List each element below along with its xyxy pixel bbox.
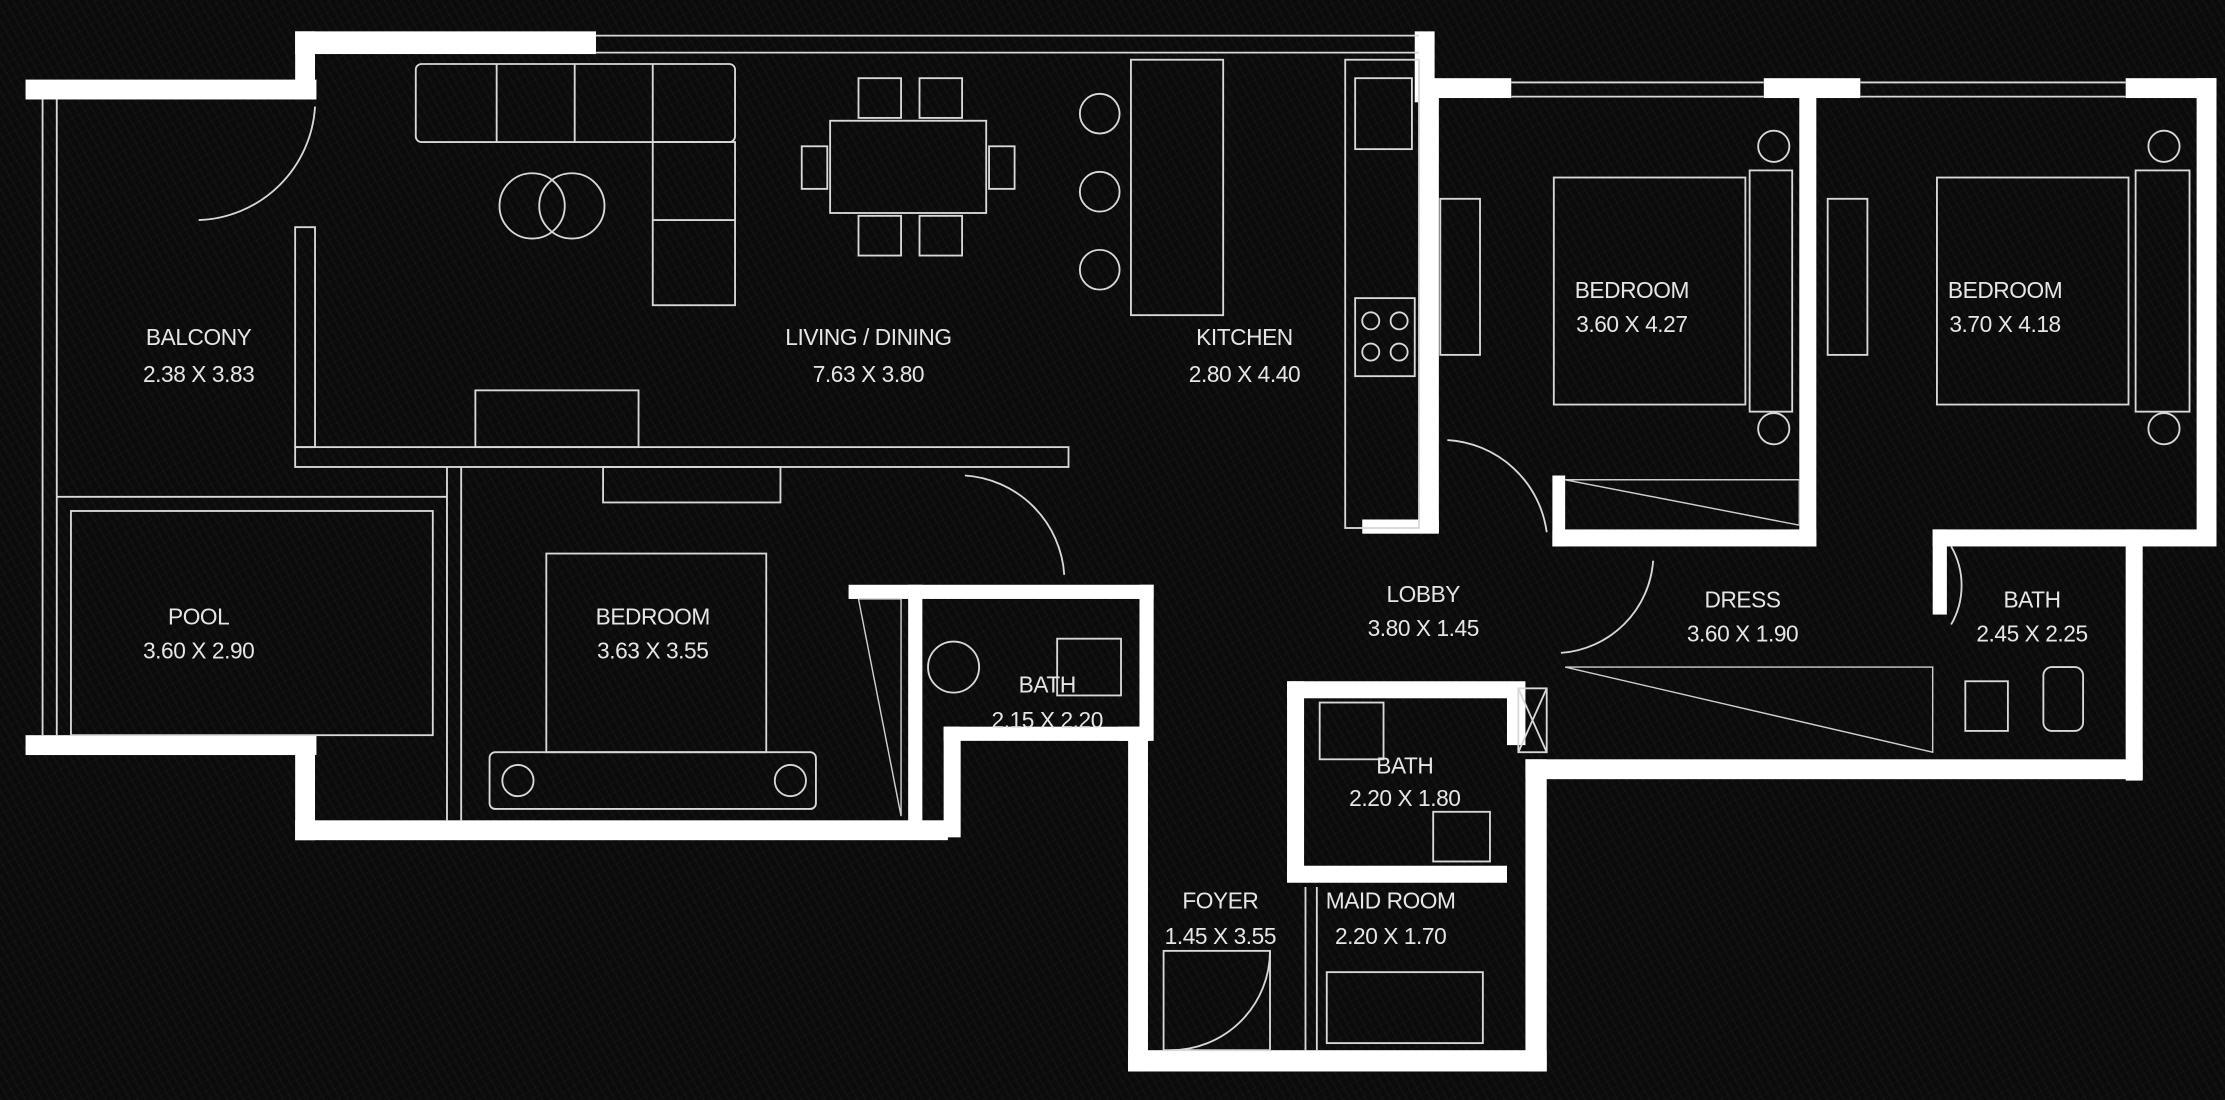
- room-size-bedroom2: 3.60 X 4.27: [1576, 311, 1687, 337]
- room-size-maid: 2.20 X 1.70: [1335, 923, 1446, 949]
- room-size-bath1: 2.15 X 2.20: [992, 707, 1103, 733]
- room-size-bath2: 2.20 X 1.80: [1349, 785, 1460, 811]
- room-name-maid: MAID ROOM: [1326, 887, 1456, 913]
- room-name-bath2: BATH: [1376, 752, 1433, 778]
- room-name-living: LIVING / DINING: [785, 324, 951, 350]
- room-name-pool: POOL: [168, 603, 229, 629]
- room-size-kitchen: 2.80 X 4.40: [1189, 361, 1300, 387]
- room-size-balcony: 2.38 X 3.83: [143, 361, 254, 387]
- room-name-lobby: LOBBY: [1386, 581, 1460, 607]
- room-size-living: 7.63 X 3.80: [813, 361, 924, 387]
- room-name-bath3: BATH: [2003, 586, 2060, 612]
- walls: [25, 31, 2217, 1072]
- room-size-bedroom1: 3.63 X 3.55: [597, 638, 708, 664]
- partitions: [41, 34, 2126, 1052]
- room-name-bedroom3: BEDROOM: [1948, 277, 2062, 303]
- room-labels: BALCONY 2.38 X 3.83 LIVING / DINING 7.63…: [143, 277, 2088, 949]
- room-name-dress: DRESS: [1705, 586, 1781, 612]
- room-name-foyer: FOYER: [1182, 887, 1258, 913]
- room-size-lobby: 3.80 X 1.45: [1368, 615, 1479, 641]
- room-size-bath3: 2.45 X 2.25: [1976, 621, 2087, 647]
- room-name-bedroom1: BEDROOM: [596, 603, 710, 629]
- room-name-bath1: BATH: [1019, 672, 1076, 698]
- room-size-foyer: 1.45 X 3.55: [1165, 923, 1276, 949]
- furniture: [414, 58, 2191, 1045]
- room-size-dress: 3.60 X 1.90: [1687, 621, 1798, 647]
- room-size-pool: 3.60 X 2.90: [143, 638, 254, 664]
- room-name-balcony: BALCONY: [146, 324, 252, 350]
- room-size-bedroom3: 3.70 X 4.18: [1949, 311, 2060, 337]
- wardrobes: [857, 479, 1934, 817]
- room-name-kitchen: KITCHEN: [1196, 324, 1293, 350]
- room-name-bedroom2: BEDROOM: [1575, 277, 1689, 303]
